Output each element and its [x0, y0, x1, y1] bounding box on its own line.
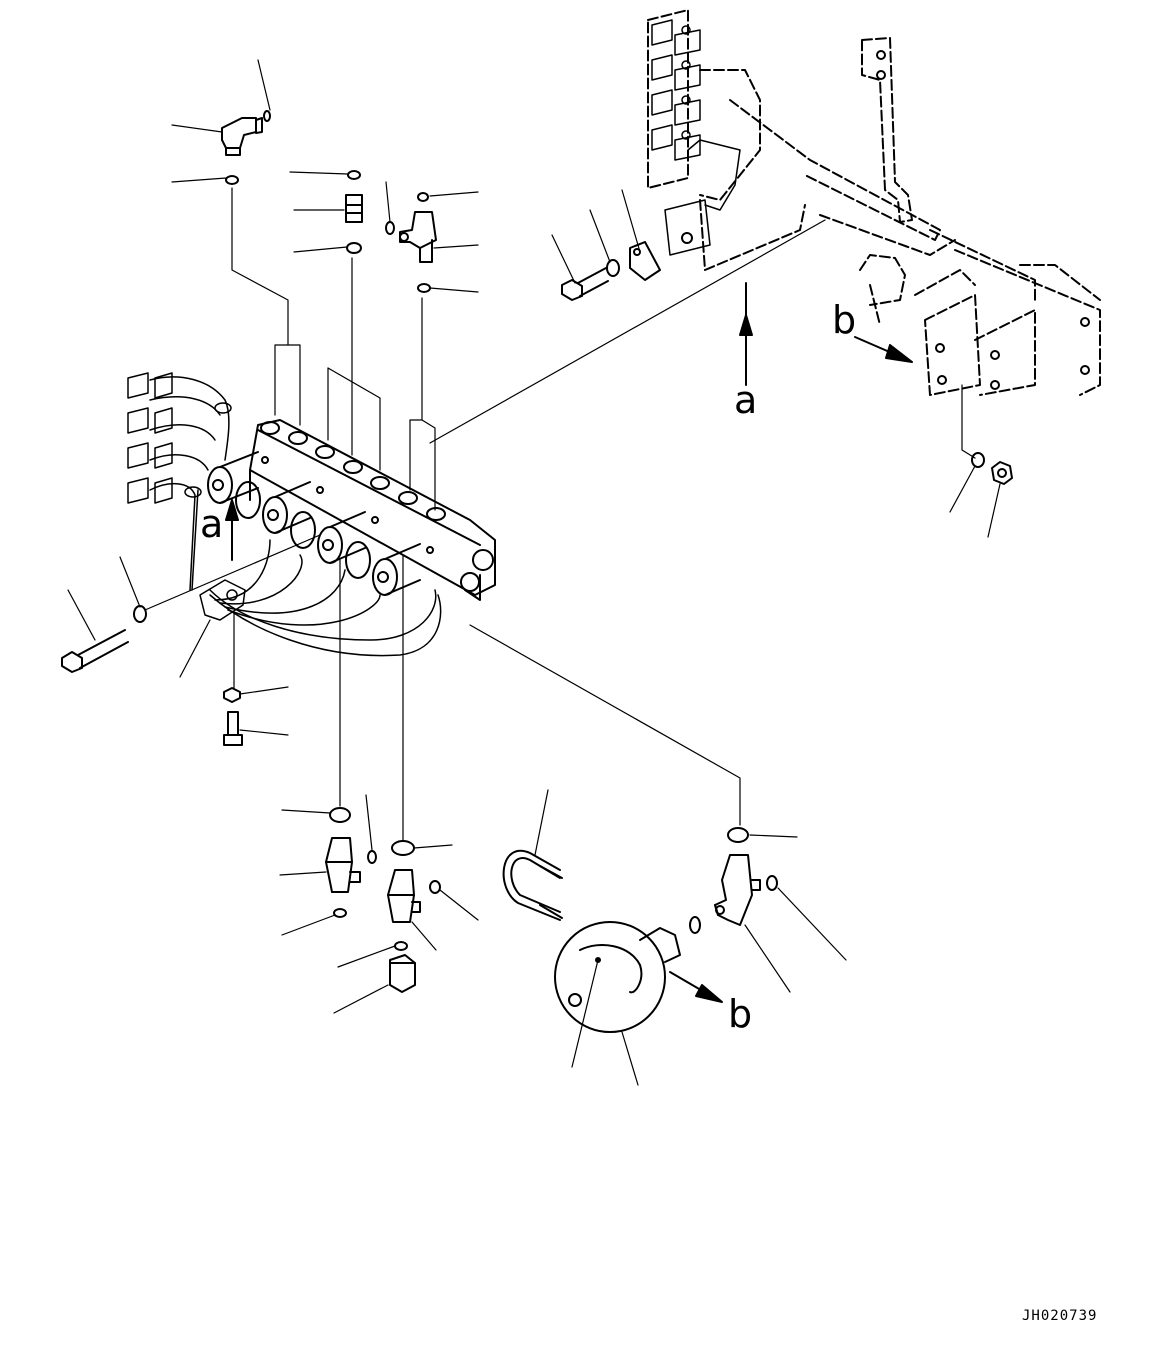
- o-ring-1: [225, 175, 239, 185]
- assembly-lines: [144, 187, 976, 841]
- o-ring-bottom-2: [367, 850, 377, 864]
- view-label-b-top: b: [832, 298, 856, 342]
- tab-plate: [629, 241, 661, 281]
- u-bolt: [502, 849, 563, 921]
- nut-right: [991, 461, 1013, 485]
- o-ring-right-1: [727, 827, 749, 843]
- harness-connectors: [127, 372, 246, 621]
- elbow-fitting: [221, 110, 271, 156]
- o-ring-bottom-6: [394, 941, 408, 951]
- washer-right: [971, 452, 985, 468]
- wire-harness: [149, 376, 442, 657]
- accumulator: [554, 921, 681, 1033]
- connector-bottom-1: [325, 837, 361, 893]
- frame-details: [681, 50, 1090, 390]
- nut-left: [223, 687, 241, 703]
- washer-left: [133, 605, 147, 623]
- o-ring-right-2: [766, 875, 778, 891]
- view-arrow-b-bottom: [669, 971, 723, 1003]
- view-label-b-bottom: b: [728, 992, 752, 1036]
- o-ring-bottom-4: [391, 840, 415, 856]
- o-ring-4: [385, 221, 395, 235]
- tee-fitting-top: [399, 211, 437, 263]
- figure-code: JH020739: [1022, 1308, 1097, 1324]
- o-ring-5: [417, 192, 429, 202]
- frame-bracket: [647, 9, 1101, 396]
- leader-lines: [67, 59, 1001, 1086]
- o-ring-2: [347, 170, 361, 180]
- o-ring-3: [346, 242, 362, 254]
- o-ring-bottom-3: [333, 908, 347, 918]
- solenoid-valve-block: [207, 419, 496, 601]
- view-arrow-b-top: [854, 336, 913, 363]
- bolt-top: [561, 267, 609, 301]
- o-ring-bottom-5: [429, 880, 441, 894]
- view-arrow-a-right: [739, 282, 753, 386]
- cap-nut: [389, 954, 416, 993]
- o-ring-bottom-1: [329, 807, 351, 823]
- view-label-a-right: a: [734, 378, 757, 422]
- stud-bolt: [223, 711, 243, 746]
- washer-top: [606, 259, 620, 277]
- o-ring-6: [417, 283, 431, 293]
- straight-connector: [345, 194, 363, 223]
- view-arrow-a-left: [225, 499, 239, 561]
- connector-bottom-2: [387, 869, 421, 923]
- connector-stack: [651, 19, 741, 256]
- o-ring-acc: [689, 916, 701, 934]
- tee-fitting-right: [714, 854, 761, 926]
- view-label-a-left: a: [200, 502, 223, 546]
- long-bolt-left: [61, 629, 129, 673]
